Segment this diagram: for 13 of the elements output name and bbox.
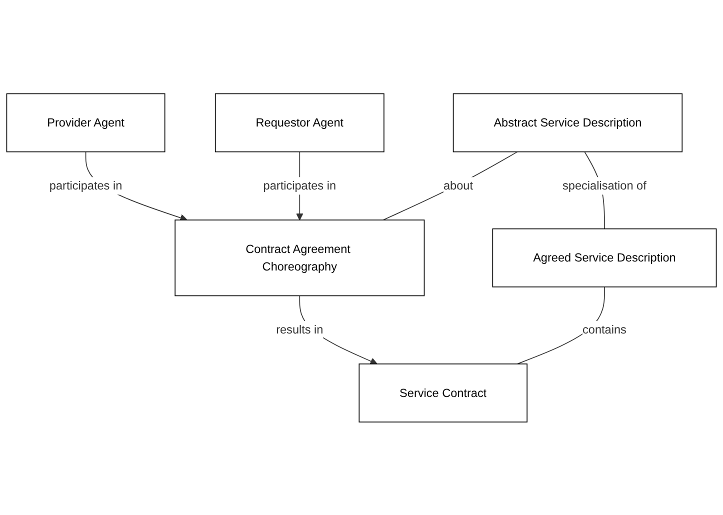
node-box: Provider Agent: [6, 92, 166, 152]
edge-label: specialisation of: [562, 178, 646, 192]
node-box: Requestor Agent: [214, 92, 384, 152]
edge-label: participates in: [49, 178, 122, 192]
edge-label: participates in: [263, 178, 336, 192]
edge-label: about: [443, 178, 473, 192]
connector: [382, 151, 518, 220]
node-box: Agreed Service Description: [492, 228, 717, 287]
node-box: Contract Agreement Choreography: [174, 219, 425, 296]
edge-label: results in: [276, 322, 324, 336]
edge-label: contains: [582, 322, 626, 336]
node-box: Service Contract: [358, 363, 528, 422]
node-box: Abstract Service Description: [452, 92, 683, 152]
